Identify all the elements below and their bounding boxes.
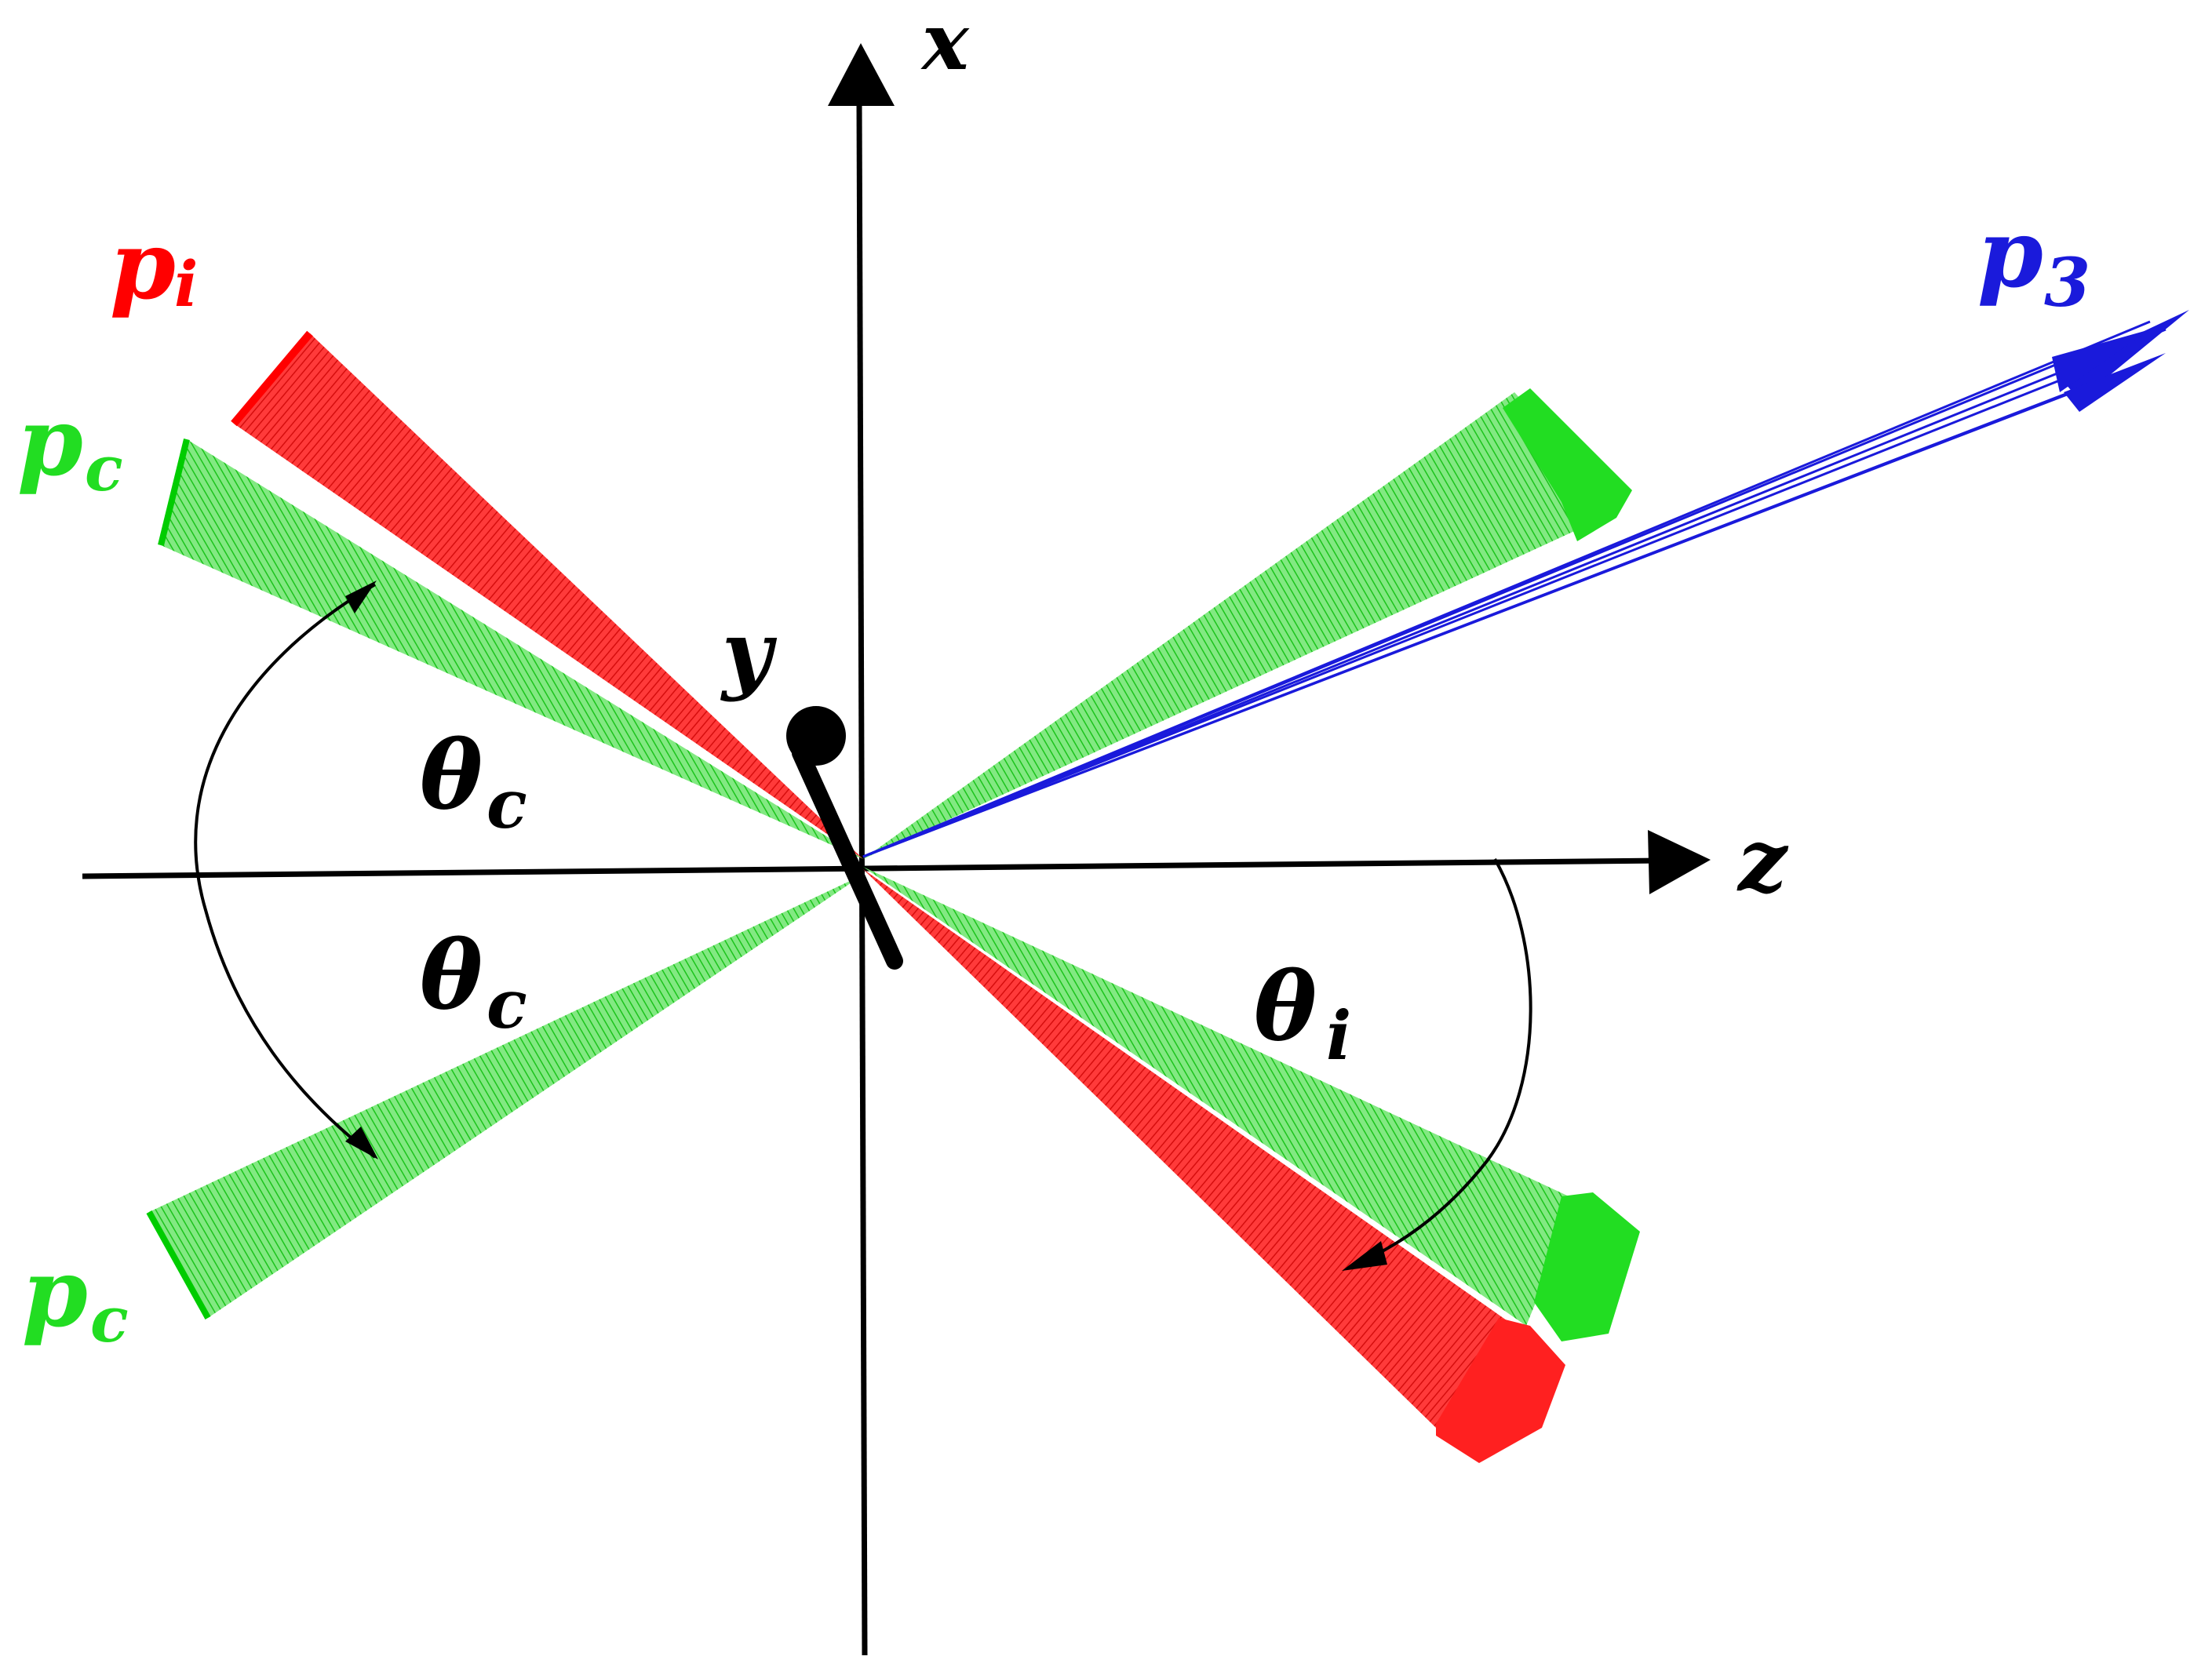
svg-text:p: p <box>22 1238 88 1349</box>
svg-text:i: i <box>174 247 198 321</box>
theta-c-arrowhead-bottom <box>345 1127 378 1159</box>
svg-text:θ: θ <box>1254 952 1317 1062</box>
theta-i-arc <box>1349 858 1532 1269</box>
pc-cone-upper-right-cap <box>1503 388 1632 541</box>
svg-text:i: i <box>1326 997 1351 1076</box>
p3-arrowheads <box>2052 310 2189 412</box>
p3-label: p 3 <box>1977 198 2090 322</box>
svg-text:p: p <box>1977 198 2043 309</box>
pc-cone-lower-left <box>146 875 863 1319</box>
theta-c-lower-label: θ c <box>420 920 527 1044</box>
y-axis-label: y <box>720 602 778 703</box>
pc-cone-upper-left <box>158 439 863 859</box>
x-axis-arrowhead <box>828 43 895 106</box>
pc-cone-lower-right <box>863 867 1640 1341</box>
theta-i-arrowhead <box>1342 1241 1387 1271</box>
pi-cone-lower-right-cap <box>1436 1318 1565 1463</box>
pi-cone-lower-right <box>863 869 1565 1463</box>
svg-text:c: c <box>486 966 527 1044</box>
theta-c-arc <box>194 583 377 1159</box>
y-axis-dot <box>786 706 846 766</box>
svg-text:c: c <box>90 1283 129 1356</box>
p3-rays <box>862 320 2166 858</box>
svg-text:3: 3 <box>2044 244 2090 322</box>
svg-text:p: p <box>17 387 83 497</box>
theta-i-label: θ i <box>1254 952 1351 1076</box>
pi-label: p i <box>110 210 198 321</box>
pc-label-bottom: p c <box>22 1238 129 1356</box>
svg-text:c: c <box>486 766 527 844</box>
theta-c-arrowhead-top <box>345 581 377 613</box>
svg-text:θ: θ <box>420 920 483 1031</box>
pc-label-top: p c <box>17 387 123 505</box>
y-axis <box>786 706 903 970</box>
z-axis-label: z <box>1736 810 1789 911</box>
pc-cone-upper-right <box>863 388 1632 859</box>
x-axis-label: x <box>920 0 970 88</box>
svg-text:θ: θ <box>420 720 483 831</box>
pi-cone-upper-left <box>231 330 863 859</box>
theta-c-upper-label: θ c <box>420 720 527 844</box>
svg-text:c: c <box>85 431 123 505</box>
svg-text:p: p <box>110 210 176 321</box>
z-axis <box>82 830 1711 894</box>
z-axis-arrowhead <box>1648 830 1711 894</box>
pc-cone-lower-right-cap <box>1534 1192 1640 1341</box>
